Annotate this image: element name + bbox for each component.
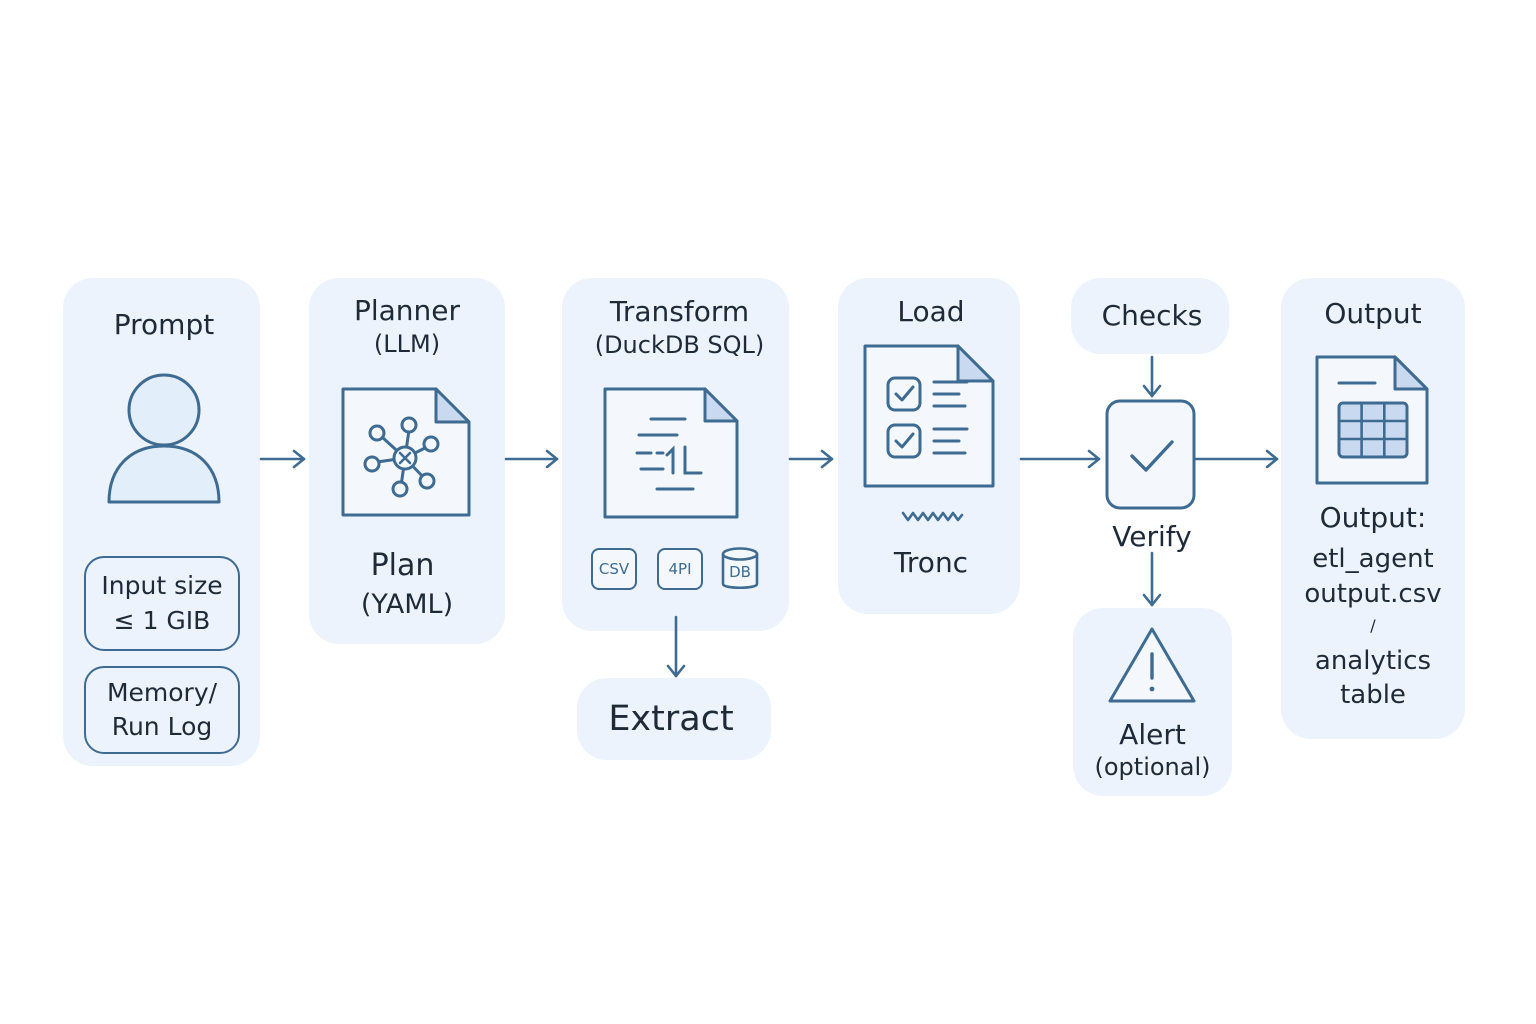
memory-line2: Run Log	[111, 712, 213, 741]
checks-label: Checks	[1101, 299, 1203, 332]
output-label: Output:	[1319, 501, 1427, 534]
transform-subtitle: (DuckDB SQL)	[594, 331, 765, 359]
load-label: Tronc	[893, 546, 969, 579]
alert-subtitle: (optional)	[1094, 753, 1211, 781]
squiggle-icon	[901, 511, 964, 522]
memory-line1: Memory/	[106, 677, 218, 707]
source-label-db: DB	[729, 563, 751, 581]
table-document-icon	[1315, 355, 1429, 485]
sql-document-icon	[603, 387, 739, 519]
plan-label: Plan	[370, 548, 435, 583]
network-document-icon	[341, 387, 471, 517]
extract-panel	[577, 678, 771, 760]
plan-format: (YAML)	[360, 589, 454, 620]
planner-subtitle: (LLM)	[373, 330, 441, 358]
output-line5: table	[1340, 680, 1406, 710]
checklist-document-icon	[863, 344, 995, 488]
output-separator: /	[1370, 616, 1376, 635]
planner-title: Planner	[353, 294, 461, 327]
output-title: Output	[1324, 297, 1422, 330]
output-line2: output.csv	[1304, 579, 1442, 609]
alert-title: Alert	[1119, 718, 1186, 751]
source-badge-api: 4PI	[657, 548, 703, 590]
input-size-line1: Input size	[101, 571, 223, 600]
output-line4: analytics	[1314, 646, 1432, 676]
output-line1: etl_agent	[1312, 544, 1434, 574]
load-title: Load	[897, 295, 965, 328]
verify-label: Verify	[1112, 520, 1192, 553]
user-icon	[107, 373, 221, 504]
checkmark-icon	[1105, 399, 1196, 510]
checks-panel	[1071, 278, 1229, 354]
database-icon	[721, 547, 759, 590]
extract-label: Extract	[608, 699, 734, 739]
input-size-line2: ≤ 1 GIB	[113, 605, 211, 635]
transform-title: Transform	[609, 295, 750, 328]
warning-icon	[1108, 627, 1196, 703]
output-panel	[1281, 278, 1465, 739]
source-badge-csv: CSV	[591, 548, 637, 590]
memory-run-log-box: Memory/ Run Log	[84, 666, 240, 754]
input-size-box: Input size ≤ 1 GIB	[84, 556, 240, 651]
prompt-title: Prompt	[113, 308, 215, 341]
